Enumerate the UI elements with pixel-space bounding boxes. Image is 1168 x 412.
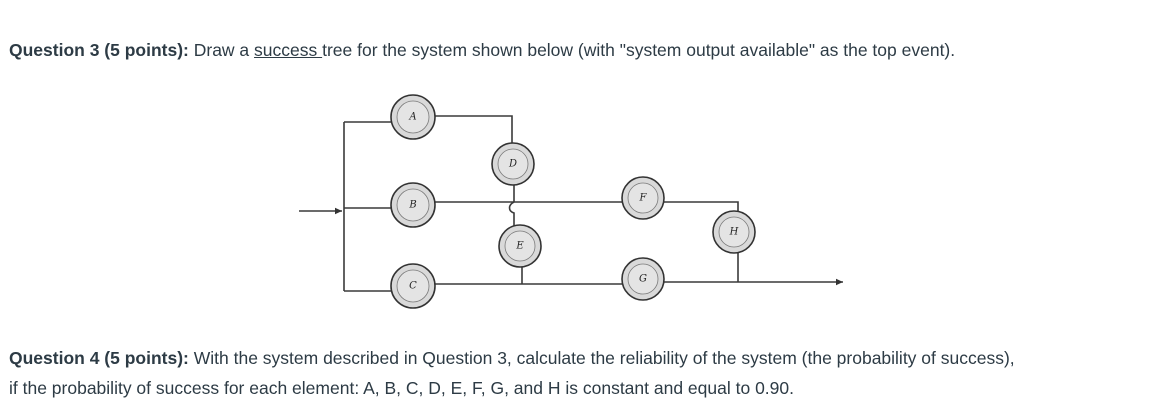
- node-C-label: C: [409, 281, 417, 292]
- question-4-heading: Question 4 (5 points):: [9, 348, 189, 368]
- node-F: F: [621, 176, 665, 220]
- question-3-heading: Question 3 (5 points):: [9, 40, 189, 60]
- node-H-label: H: [729, 227, 739, 238]
- node-B: B: [390, 182, 436, 228]
- wire-A-D: [434, 115, 513, 146]
- question-3-text-after: tree for the system shown below (with "s…: [322, 40, 956, 60]
- question-4: Question 4 (5 points): With the system d…: [9, 343, 1015, 403]
- wire-crossover-E: [508, 201, 515, 228]
- question-3-underlined-word: success: [254, 40, 323, 60]
- node-B-label: B: [408, 200, 416, 211]
- node-E-label: E: [515, 241, 524, 252]
- question-3-text-before: Draw a: [188, 40, 255, 60]
- wire-F-H: [664, 201, 739, 212]
- node-G-label: G: [639, 274, 647, 285]
- node-F-label: F: [639, 193, 648, 204]
- node-E: E: [498, 224, 542, 268]
- question-3: Question 3 (5 points): Draw a success tr…: [9, 35, 955, 65]
- node-G: G: [621, 257, 665, 301]
- node-A-label: A: [408, 112, 416, 123]
- node-D-label: D: [508, 159, 517, 170]
- node-H: H: [712, 210, 756, 254]
- node-A: A: [390, 94, 436, 140]
- question-4-line-2: if the probability of success for each e…: [9, 378, 794, 398]
- node-D: D: [491, 142, 535, 186]
- question-4-line-1: With the system described in Question 3,…: [188, 348, 1015, 368]
- node-C: C: [390, 263, 436, 309]
